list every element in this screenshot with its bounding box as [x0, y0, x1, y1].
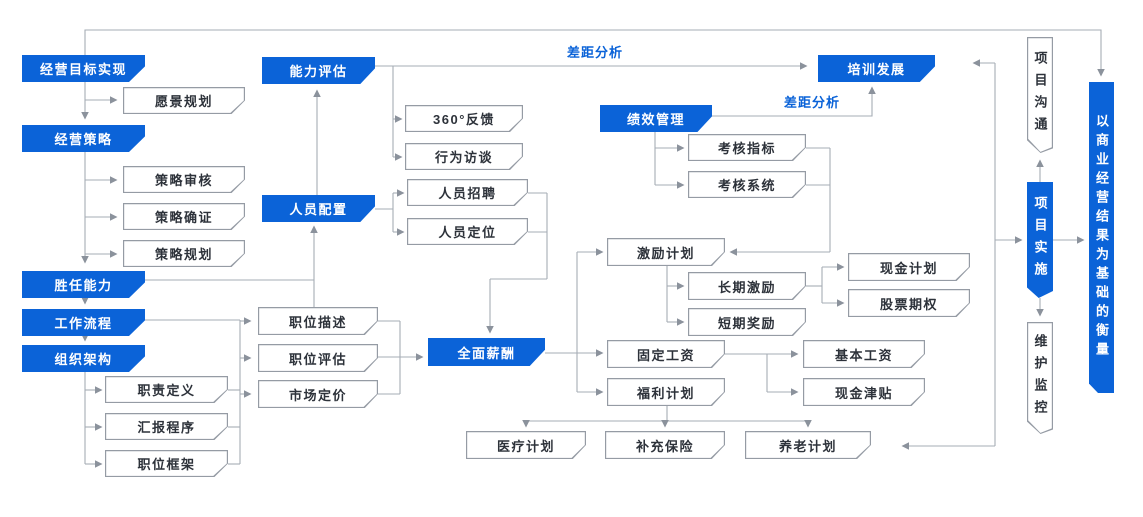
- node-label: 策略审核: [124, 167, 244, 192]
- node-label: 人员招聘: [408, 180, 527, 205]
- node-stock-options: 股票期权: [848, 289, 970, 317]
- node-label: 补充保险: [606, 432, 724, 458]
- node-business-result-measure: 以商业经营结果为基础的衡量: [1089, 82, 1114, 393]
- node-label: 策略确证: [124, 204, 244, 229]
- node-project-implementation: 项目实施: [1027, 182, 1053, 298]
- node-position-framework: 职位框架: [105, 450, 228, 477]
- node-label: 愿景规划: [124, 88, 244, 113]
- node-pension-plan: 养老计划: [745, 431, 871, 459]
- node-label: 固定工资: [608, 341, 724, 367]
- node-label: 职位评估: [259, 345, 377, 371]
- node-reporting-procedure: 汇报程序: [105, 413, 228, 440]
- node-job-description: 职位描述: [258, 307, 378, 335]
- node-responsibility-definition: 职责定义: [105, 376, 228, 403]
- node-strategy-confirmation: 策略确证: [123, 203, 245, 230]
- node-assessment-system: 考核系统: [688, 171, 806, 198]
- node-label: 股票期权: [849, 290, 969, 316]
- node-welfare-plan: 福利计划: [607, 378, 725, 406]
- node-cash-allowance: 现金津贴: [803, 378, 925, 406]
- node-label: 基本工资: [804, 341, 924, 367]
- node-strategy-planning: 策略规划: [123, 240, 245, 267]
- node-incentive-plan: 激励计划: [607, 238, 725, 266]
- node-label: 策略规划: [124, 241, 244, 266]
- node-short-term-reward: 短期奖励: [688, 308, 806, 336]
- node-org-structure: 组织架构: [22, 345, 145, 372]
- node-performance-management: 绩效管理: [600, 105, 712, 132]
- node-maintenance-monitoring: 维护监控: [1027, 322, 1053, 434]
- node-label: 福利计划: [608, 379, 724, 405]
- node-label: 项目沟通: [1028, 38, 1052, 152]
- node-label: 现金津贴: [804, 379, 924, 405]
- node-label: 职责定义: [106, 377, 227, 402]
- node-training-development: 培训发展: [818, 55, 935, 82]
- node-strategy-review: 策略审核: [123, 166, 245, 193]
- node-behavioral-interview: 行为访谈: [405, 143, 523, 170]
- node-label: 行为访谈: [406, 144, 522, 169]
- node-total-compensation: 全面薪酬: [428, 338, 545, 366]
- node-vision-planning: 愿景规划: [123, 87, 245, 114]
- node-label: 短期奖励: [689, 309, 805, 335]
- node-recruitment: 人员招聘: [407, 179, 528, 206]
- node-staffing: 人员配置: [262, 195, 375, 222]
- node-label: 职位描述: [259, 308, 377, 334]
- node-feedback-360: 360°反馈: [405, 105, 523, 132]
- node-market-pricing: 市场定价: [258, 380, 378, 408]
- node-medical-plan: 医疗计划: [466, 431, 586, 459]
- node-label: 长期激励: [689, 273, 805, 299]
- node-label: 医疗计划: [467, 432, 585, 458]
- node-assessment-indicators: 考核指标: [688, 134, 806, 161]
- node-label: 市场定价: [259, 381, 377, 407]
- node-label: 激励计划: [608, 239, 724, 265]
- node-competency: 胜任能力: [22, 271, 145, 298]
- node-label: 考核系统: [689, 172, 805, 197]
- node-base-salary: 基本工资: [803, 340, 925, 368]
- node-fixed-salary: 固定工资: [607, 340, 725, 368]
- node-long-term-incentive: 长期激励: [688, 272, 806, 300]
- node-label: 现金计划: [849, 254, 969, 280]
- node-label: 汇报程序: [106, 414, 227, 439]
- edge-label-gap-analysis-1: 差距分析: [567, 45, 624, 60]
- node-label: 考核指标: [689, 135, 805, 160]
- node-supplementary-insurance: 补充保险: [605, 431, 725, 459]
- node-project-communication: 项目沟通: [1027, 37, 1053, 153]
- node-label: 维护监控: [1028, 323, 1052, 433]
- node-label: 人员定位: [408, 219, 527, 244]
- node-business-strategy: 经营策略: [22, 125, 145, 152]
- node-personnel-positioning: 人员定位: [407, 218, 528, 245]
- node-label: 职位框架: [106, 451, 227, 476]
- node-label: 360°反馈: [406, 106, 522, 131]
- edge-label-gap-analysis-2: 差距分析: [784, 95, 841, 110]
- node-cash-plan: 现金计划: [848, 253, 970, 281]
- node-label: 养老计划: [746, 432, 870, 458]
- node-business-goal-realization: 经营目标实现: [22, 55, 145, 82]
- node-capability-assessment: 能力评估: [262, 57, 375, 84]
- node-job-evaluation: 职位评估: [258, 344, 378, 372]
- node-workflow: 工作流程: [22, 309, 145, 336]
